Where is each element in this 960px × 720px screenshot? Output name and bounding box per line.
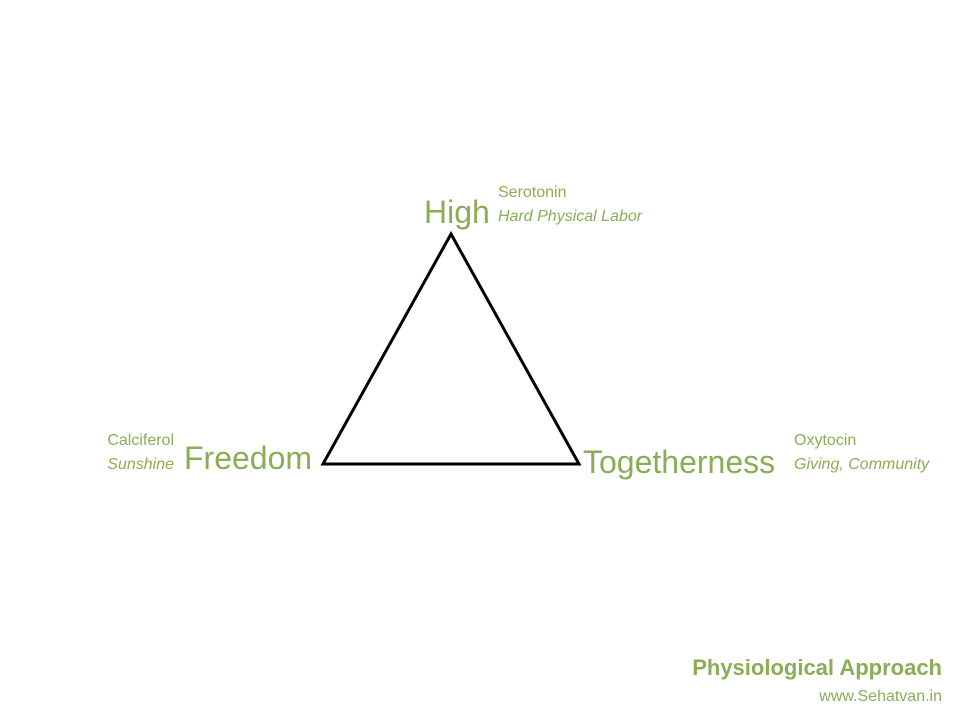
vertex-label-togetherness: Togetherness <box>583 444 776 480</box>
vertex-label-high: High <box>424 194 490 230</box>
activity-hard-physical-labor: Hard Physical Labor <box>498 208 643 225</box>
activity-giving-community: Giving, Community <box>794 456 930 473</box>
hormone-calciferol: Calciferol <box>107 432 174 449</box>
activity-sunshine: Sunshine <box>107 456 174 473</box>
triangle-shape <box>320 230 582 466</box>
vertex-annotation-left: Calciferol Sunshine <box>107 429 174 477</box>
hormone-oxytocin: Oxytocin <box>794 432 857 449</box>
vertex-annotation-top: Serotonin Hard Physical Labor <box>498 181 642 229</box>
vertex-label-freedom: Freedom <box>184 440 313 476</box>
footer-url: www.Sehatvan.in <box>819 688 942 705</box>
vertex-annotation-right: Oxytocin Giving, Community <box>794 429 929 477</box>
hormone-serotonin: Serotonin <box>498 184 567 201</box>
footer-title: Physiological Approach <box>692 655 942 680</box>
